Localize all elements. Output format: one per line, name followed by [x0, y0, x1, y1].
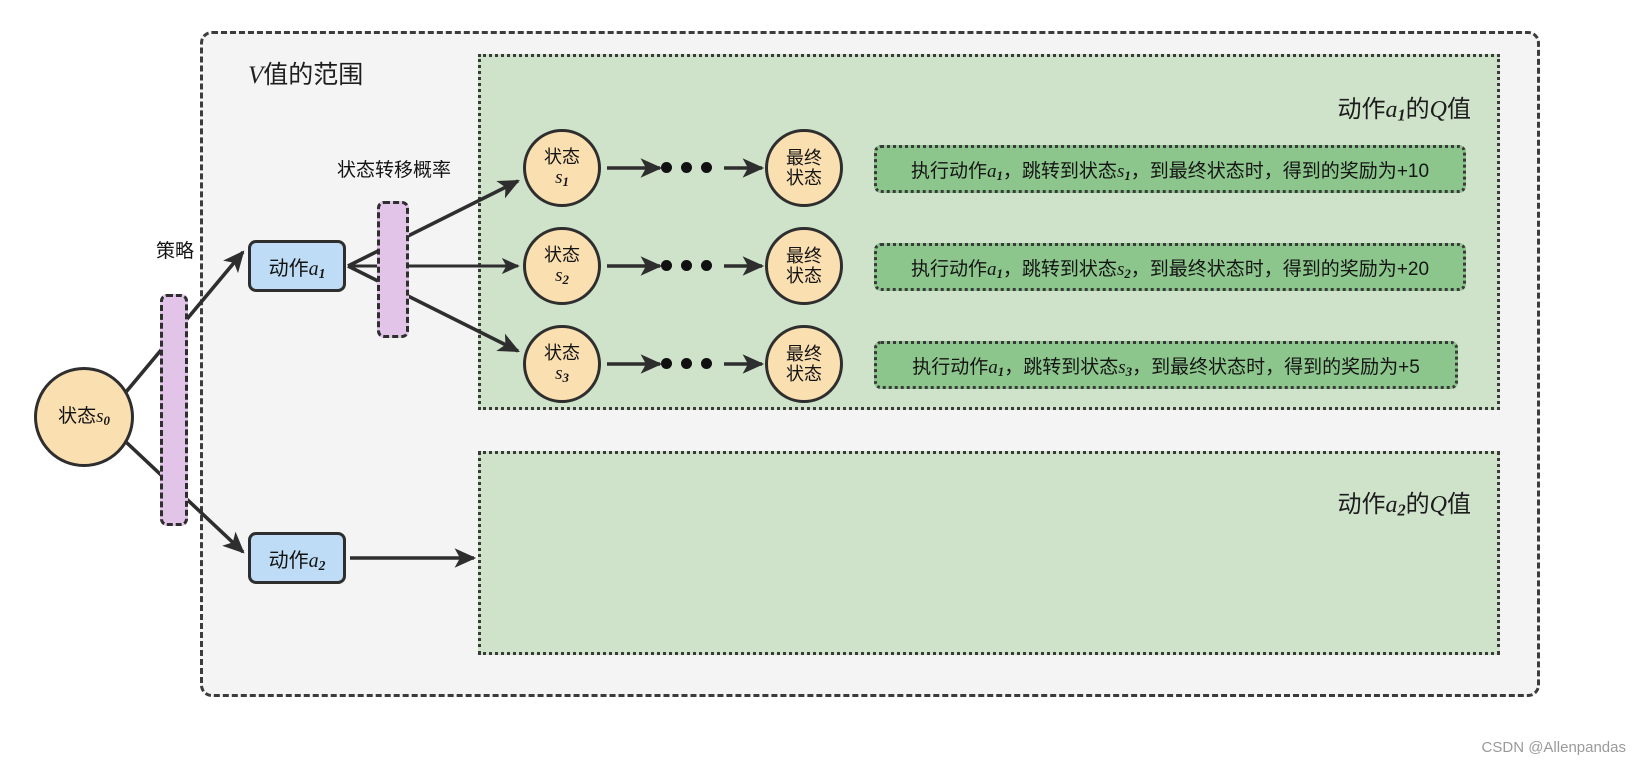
- transition-probability-bar: [377, 201, 409, 338]
- state-s2-line1: 状态: [544, 245, 580, 266]
- reward-chip-s1: 执行动作a1，跳转到状态s1，到最终状态时，得到的奖励为+10: [874, 145, 1466, 193]
- reward-0-text: 执行动作a1，跳转到状态s1，到最终状态时，得到的奖励为+10: [910, 160, 1430, 183]
- q-label-a1-symbol: a1: [1385, 97, 1406, 125]
- q-label-a1-prefix: 动作: [1337, 96, 1386, 123]
- terminal-1-line1: 最终: [786, 147, 822, 168]
- v-label-rest: 值的范围: [263, 61, 364, 89]
- reward-chip-s3: 执行动作a1，跳转到状态s3，到最终状态时，得到的奖励为+5: [874, 341, 1458, 389]
- q-value-label-a2: 动作a2的Q值: [1338, 484, 1472, 519]
- state-s1-symbol: s1: [555, 167, 569, 190]
- state-s0-text: 状态s0: [58, 406, 110, 429]
- reward-2-text: 执行动作a1，跳转到状态s3，到最终状态时，得到的奖励为+5: [912, 356, 1420, 379]
- q-label-a2-q: Q: [1429, 492, 1447, 518]
- action-a2-text: 动作a2: [268, 549, 326, 573]
- state-s1-line1: 状态: [544, 147, 580, 168]
- q-value-region-a2: 动作a2的Q值: [478, 451, 1500, 655]
- q-label-a1-suffix: 值: [1447, 96, 1471, 123]
- v-symbol: V: [248, 62, 264, 89]
- policy-label: 策略: [155, 241, 194, 262]
- terminal-1-line2: 状态: [786, 168, 822, 188]
- terminal-2-line1: 最终: [786, 245, 822, 266]
- q-value-label-a1: 动作a1的Q值: [1338, 89, 1472, 124]
- terminal-state-circle-row-3: 最终 状态: [765, 325, 843, 403]
- state-s3-line1: 状态: [544, 343, 580, 364]
- watermark: CSDN @Allenpandas: [1481, 739, 1626, 756]
- ellipsis-dots-row-1: [661, 162, 712, 173]
- ellipsis-dots-row-2: [661, 260, 712, 271]
- q-label-a1-mid: 的: [1405, 96, 1430, 123]
- ellipsis-dots-row-3: [661, 358, 712, 369]
- state-circle-s1: 状态 s1: [523, 129, 601, 207]
- action-a1-text: 动作a1: [268, 257, 326, 281]
- q-label-a1-q: Q: [1429, 97, 1447, 123]
- state-circle-s0: 状态s0: [34, 367, 134, 467]
- state-s2-symbol: s2: [555, 265, 569, 288]
- state-s3-symbol: s3: [555, 363, 569, 386]
- q-label-a2-symbol: a2: [1385, 492, 1406, 520]
- action-box-a1: 动作a1: [248, 240, 346, 292]
- terminal-state-circle-row-1: 最终 状态: [765, 129, 843, 207]
- terminal-3-line2: 状态: [786, 364, 822, 384]
- policy-bar: [160, 294, 188, 526]
- terminal-3-line1: 最终: [786, 343, 822, 364]
- terminal-state-circle-row-2: 最终 状态: [765, 227, 843, 305]
- reward-1-text: 执行动作a1，跳转到状态s2，到最终状态时，得到的奖励为+20: [910, 258, 1430, 281]
- q-label-a2-prefix: 动作: [1337, 491, 1386, 518]
- terminal-2-line2: 状态: [786, 266, 822, 286]
- action-box-a2: 动作a2: [248, 532, 346, 584]
- q-label-a2-mid: 的: [1405, 491, 1430, 518]
- q-label-a2-suffix: 值: [1447, 491, 1471, 518]
- transition-probability-label: 状态转移概率: [336, 160, 451, 181]
- v-value-scope-label: V值的范围: [248, 55, 363, 91]
- state-circle-s2: 状态 s2: [523, 227, 601, 305]
- reward-chip-s2: 执行动作a1，跳转到状态s2，到最终状态时，得到的奖励为+20: [874, 243, 1466, 291]
- state-circle-s3: 状态 s3: [523, 325, 601, 403]
